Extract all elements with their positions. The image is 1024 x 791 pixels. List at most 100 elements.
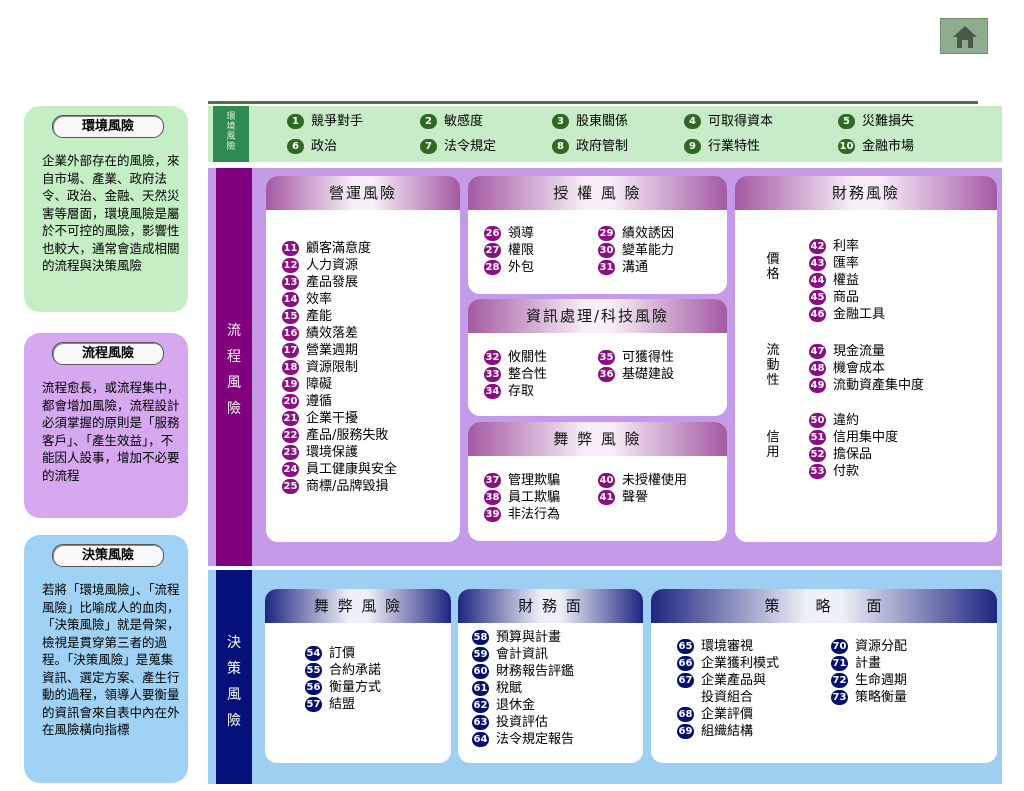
decision-risk-text: 若將「環境風險」、「流程風險」比喻成人的血肉，「決策風險」就是骨架，檢視是貫穿第… bbox=[42, 582, 180, 737]
item-number-badge: 41 bbox=[598, 490, 615, 505]
item-number-badge: 27 bbox=[484, 243, 501, 258]
item-label: 政治 bbox=[311, 139, 338, 154]
item-label: 組織結構 bbox=[701, 724, 754, 739]
item-number-badge: 1 bbox=[287, 114, 304, 129]
process-risk-panel: 流程風險 流程愈長，或流程集中，都會增加風險，流程設計必須掌握的原則是「服務客戶… bbox=[24, 333, 188, 518]
risk-item-18: 18 資源限制 bbox=[282, 359, 397, 376]
home-icon bbox=[953, 26, 977, 48]
item-label: 資源限制 bbox=[306, 360, 359, 375]
item-number-badge: 55 bbox=[305, 663, 322, 678]
item-number-badge: 59 bbox=[472, 647, 489, 662]
item-label: 會計資訊 bbox=[496, 647, 549, 662]
home-button[interactable] bbox=[940, 18, 988, 54]
item-label: 利率 bbox=[833, 239, 860, 254]
item-number-badge: 65 bbox=[677, 639, 694, 654]
risk-item-67: 67 企業產品與 bbox=[677, 672, 779, 689]
env-risk-text: 企業外部存在的風險，來自市場、產業、政府法令、政治、金融、天然災害等層面，環境風… bbox=[42, 153, 180, 273]
item-label: 績效誘因 bbox=[622, 226, 675, 241]
item-number-badge: 66 bbox=[677, 656, 694, 671]
item-number-badge: 45 bbox=[809, 290, 826, 305]
process-risk-text: 流程愈長，或流程集中，都會增加風險，流程設計必須掌握的原則是「服務客戶」、「產生… bbox=[42, 380, 180, 483]
process-risk-title: 流程風險 bbox=[52, 342, 164, 365]
financial-group-label: 流動性 bbox=[766, 343, 780, 388]
item-number-badge: 52 bbox=[809, 447, 826, 462]
item-label: 企業評價 bbox=[701, 707, 754, 722]
item-number-badge: 17 bbox=[282, 343, 299, 358]
item-label: 投資評估 bbox=[496, 715, 549, 730]
item-number-badge: 42 bbox=[809, 239, 826, 254]
item-number-badge: 31 bbox=[598, 260, 615, 275]
item-label: 環境保護 bbox=[306, 445, 359, 460]
item-number-badge: 9 bbox=[684, 139, 701, 154]
item-label: 企業產品與 bbox=[701, 673, 767, 688]
risk-item-59: 59 會計資訊 bbox=[472, 646, 574, 663]
item-label: 權限 bbox=[508, 243, 535, 258]
item-label: 機會成本 bbox=[833, 361, 886, 376]
item-label: 財務報告評鑑 bbox=[496, 664, 575, 679]
item-number-badge: 3 bbox=[552, 114, 569, 129]
risk-item-27: 27 權限 bbox=[484, 242, 534, 259]
item-number-badge: 4 bbox=[684, 114, 701, 129]
item-label: 遵循 bbox=[306, 394, 333, 409]
risk-item-58: 58 預算與計畫 bbox=[472, 629, 574, 646]
item-number-badge: 12 bbox=[282, 258, 299, 273]
authorization-risk-title: 授 權 風 險 bbox=[468, 176, 727, 210]
item-number-badge: 11 bbox=[282, 241, 299, 256]
item-label: 產品發展 bbox=[306, 275, 359, 290]
item-label: 合約承諾 bbox=[329, 663, 382, 678]
risk-item-17: 17 營業週期 bbox=[282, 342, 397, 359]
item-number-badge: 58 bbox=[472, 630, 489, 645]
item-label: 營業週期 bbox=[306, 343, 359, 358]
item-number-badge: 6 bbox=[287, 139, 304, 154]
item-label: 效率 bbox=[306, 292, 333, 307]
item-number-badge: 35 bbox=[598, 350, 615, 365]
item-label: 衡量方式 bbox=[329, 680, 382, 695]
item-number-badge: 61 bbox=[472, 681, 489, 696]
item-label: 管理欺騙 bbox=[508, 473, 561, 488]
item-number-badge: 63 bbox=[472, 715, 489, 730]
decision-risk-title: 決策風險 bbox=[52, 544, 164, 567]
item-label: 非法行為 bbox=[508, 507, 561, 522]
item-label-continued: 投資組合 bbox=[701, 690, 754, 705]
item-number-badge: 49 bbox=[809, 378, 826, 393]
item-label: 預算與計畫 bbox=[496, 630, 562, 645]
item-label: 生命週期 bbox=[855, 673, 908, 688]
risk-item-14: 14 效率 bbox=[282, 291, 397, 308]
item-number-badge: 14 bbox=[282, 292, 299, 307]
item-number-badge: 32 bbox=[484, 350, 501, 365]
item-label: 基礎建設 bbox=[622, 367, 675, 382]
item-number-badge: 18 bbox=[282, 360, 299, 375]
item-label: 行業特性 bbox=[708, 139, 761, 154]
item-number-badge: 67 bbox=[677, 673, 694, 688]
env-item-6: 6 政治 bbox=[287, 138, 337, 156]
operations-risk-title: 營運風險 bbox=[266, 176, 460, 210]
item-label: 競爭對手 bbox=[311, 114, 364, 129]
